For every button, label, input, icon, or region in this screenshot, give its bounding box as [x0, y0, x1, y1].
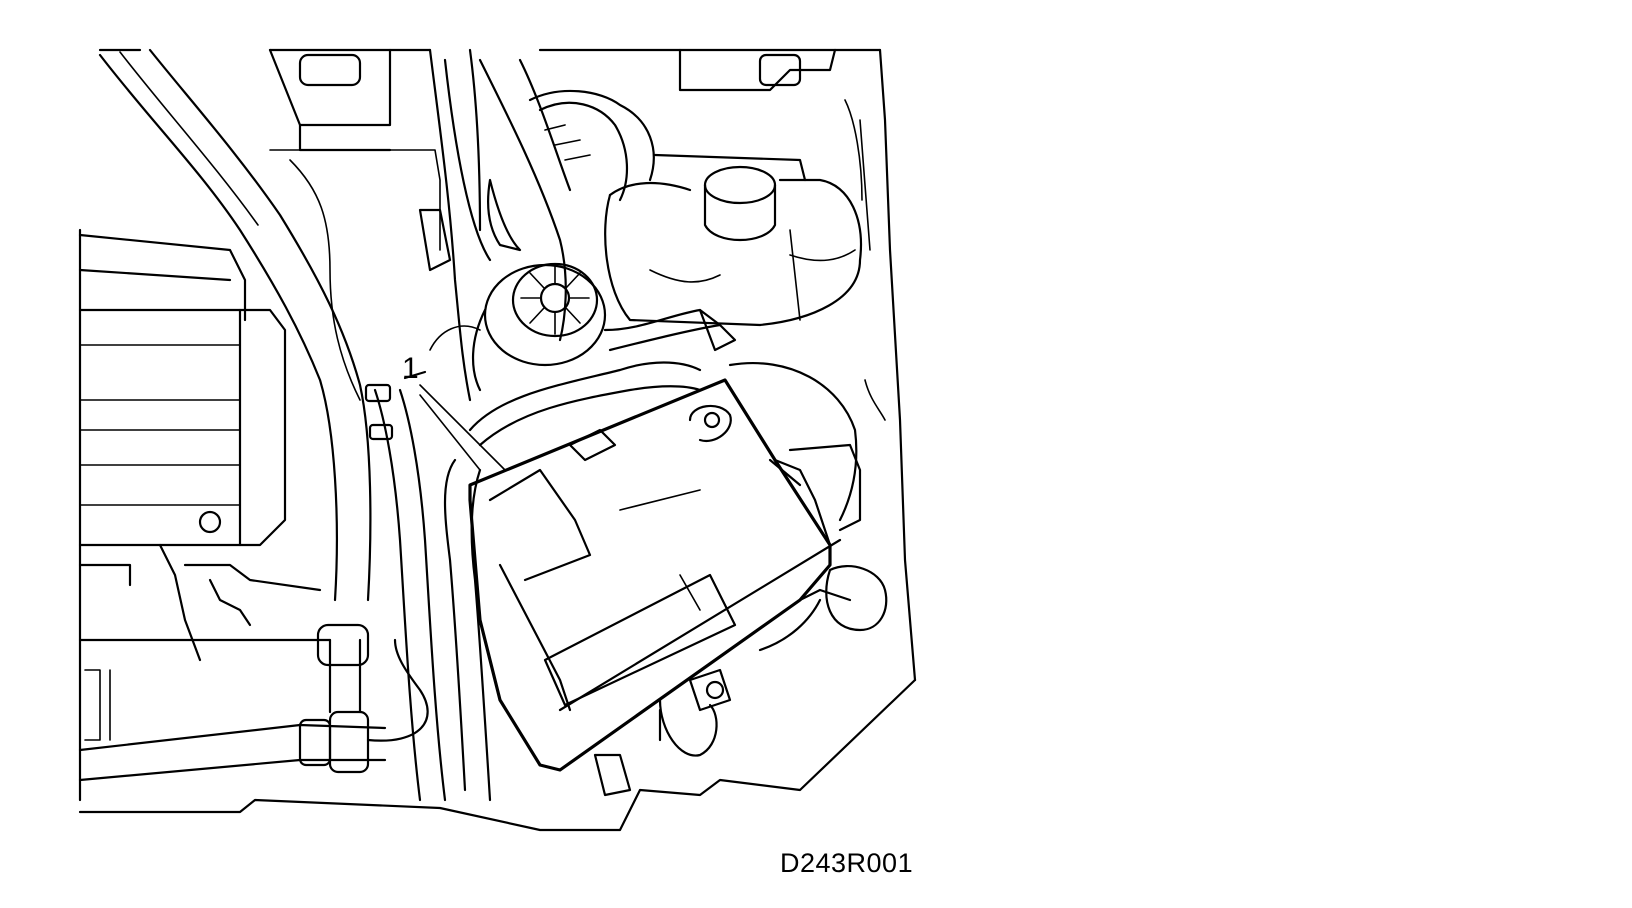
battery: [468, 378, 862, 772]
vertical-hoses: [269, 48, 572, 402]
power-steering-reservoir: [472, 262, 737, 392]
drawing-border: [78, 48, 917, 832]
right-edge-details: [844, 99, 886, 421]
brake-booster: [429, 325, 858, 522]
wiring-harness: [418, 89, 655, 272]
top-connectors: [268, 48, 837, 152]
radiator-hose-left: [98, 48, 372, 602]
battery-cable: [364, 361, 702, 802]
callout-1: 1: [402, 352, 419, 385]
coolant-expansion-tank: [604, 153, 862, 327]
figure-id-label: D243R001: [780, 848, 914, 878]
lower-hose: [78, 623, 429, 782]
battery-tray: [593, 565, 888, 797]
air-cleaner-box: [78, 233, 332, 662]
callout-1-leaders: [403, 370, 506, 471]
